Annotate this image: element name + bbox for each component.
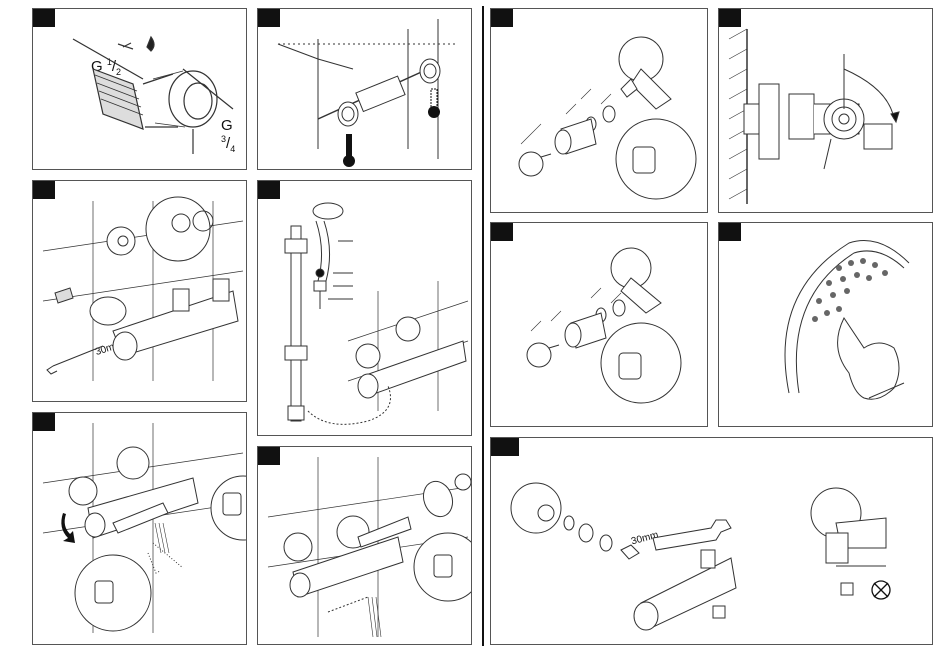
filter-maintenance-drawing: [491, 438, 933, 645]
panel-temperature-stop: [718, 8, 933, 213]
shower-rail-drawing: [258, 181, 472, 436]
bath-spout-drawing: [33, 413, 247, 645]
panel-filter-maintenance: 30mm: [490, 437, 933, 645]
adapter-drawing: [33, 9, 247, 170]
panel-wall-connections: [257, 8, 472, 170]
no-symbol-icon: [872, 581, 890, 599]
thermometer-hot-icon: [343, 134, 355, 167]
panel-shower-rail: [257, 180, 472, 436]
mixer-mounting-drawing: [33, 181, 247, 402]
cartridge-exploded-drawing: [491, 9, 708, 213]
cartridge-variant-drawing: [491, 223, 708, 427]
shower-head-drawing: [719, 223, 933, 427]
rotate-arrow-icon: [61, 513, 75, 543]
panel-bath-spout: [32, 412, 247, 645]
panel-mixer-mounting: 30mm: [32, 180, 247, 402]
temperature-stop-drawing: [719, 9, 933, 213]
wrench-icon: [653, 520, 731, 550]
panel-shower-outlet: [257, 446, 472, 645]
panel-cartridge-exploded: [490, 8, 708, 213]
hand-icon: [838, 318, 899, 399]
shower-outlet-drawing: [258, 447, 472, 645]
connection-drawing: [258, 9, 472, 170]
center-divider: [482, 6, 484, 646]
panel-cartridge-variant: [490, 222, 708, 427]
panel-shower-head-cleaning: [718, 222, 933, 427]
panel-thread-adapter: G 1/2 G 3/4: [32, 8, 247, 170]
